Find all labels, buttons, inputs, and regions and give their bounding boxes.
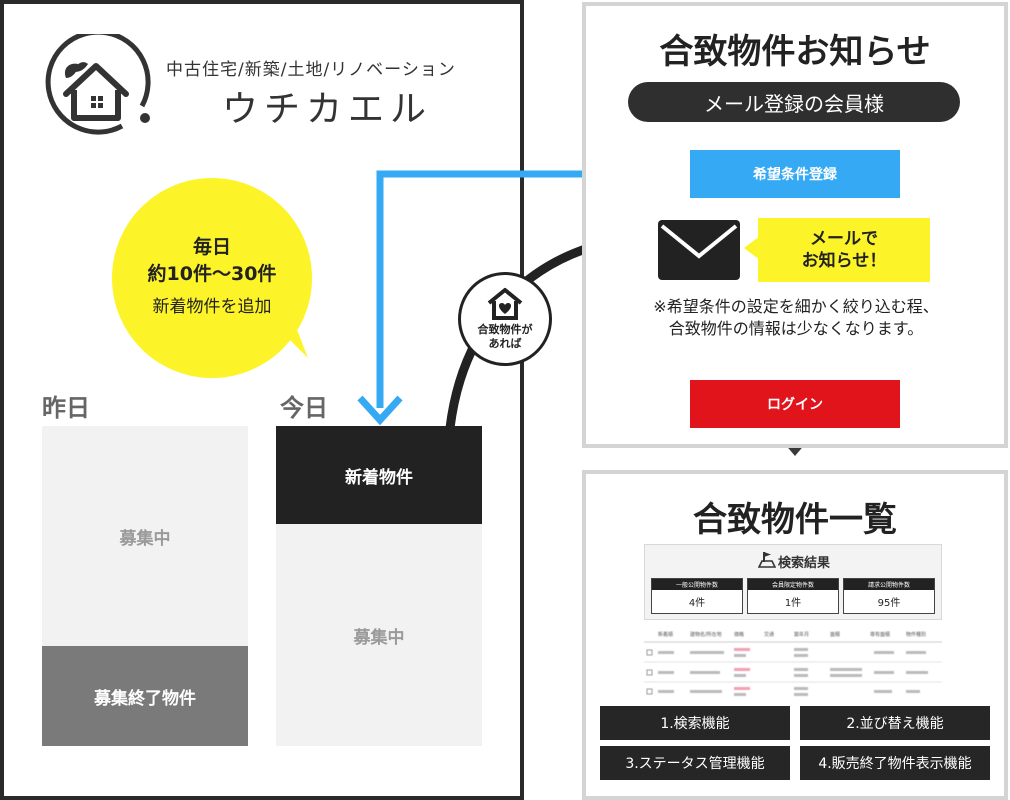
result-cell-header: 会員限定物件数 — [748, 579, 838, 590]
match-badge-line1: 合致物件が — [477, 323, 533, 336]
th-0: 新着順 — [658, 631, 673, 638]
th-4: 築年月 — [794, 631, 809, 638]
result-cell-header: 一般公開物件数 — [652, 579, 742, 590]
property-list-table: 新着順 建物名/所在地 価格 交通 築年月 面積 専有面積 物件種別 — [644, 631, 942, 696]
map-flag-icon — [758, 552, 776, 568]
mail-callout-line2: お知らせ！ — [801, 251, 887, 271]
mail-notify-callout: メールで お知らせ！ — [758, 218, 930, 282]
blue-arrowhead — [357, 395, 403, 426]
th-3: 交通 — [764, 631, 774, 638]
result-cell-request: 請求公開物件数 95件 — [843, 578, 935, 614]
th-6: 専有面積 — [870, 631, 890, 638]
callout-tail — [744, 236, 760, 260]
match-list-panel — [582, 470, 1008, 800]
mail-callout-line1: メールで — [810, 229, 878, 249]
result-cell-value: 95件 — [877, 598, 901, 609]
feature-status-management[interactable]: 3.ステータス管理機能 — [600, 746, 790, 780]
th-5: 面積 — [830, 631, 840, 638]
member-label-pill: メール登録の会員様 — [628, 82, 960, 122]
today-recruiting-block: 募集中 — [276, 524, 482, 746]
result-cell-public: 一般公開物件数 4件 — [651, 578, 743, 614]
match-badge-line2: あれば — [488, 337, 522, 350]
note-line1: ※希望条件の設定を細かく絞り込む程、 — [653, 297, 939, 316]
yesterday-recruiting-block: 募集中 — [42, 426, 248, 646]
result-cell-member: 会員限定物件数 1件 — [747, 578, 839, 614]
brand-name: ウチカエル — [222, 89, 433, 130]
note-line2: 合致物件の情報は少なくなります。 — [668, 319, 924, 338]
result-cell-value: 4件 — [688, 598, 706, 609]
feature-ended-listing-display[interactable]: 4.販売終了物件表示機能 — [800, 746, 990, 780]
search-result-label: 検索結果 — [778, 556, 831, 571]
th-2: 価格 — [734, 631, 744, 638]
label-today: 今日 — [280, 394, 328, 422]
result-cell-value: 1件 — [784, 598, 802, 609]
table-row — [646, 648, 926, 657]
table-header-row: 新着順 建物名/所在地 価格 交通 築年月 面積 専有面積 物件種別 — [658, 631, 926, 638]
bubble-line1: 毎日 — [192, 236, 231, 258]
condition-note: ※希望条件の設定を細かく絞り込む程、 合致物件の情報は少なくなります。 — [600, 296, 992, 340]
bubble-line3: 新着物件を追加 — [152, 297, 272, 317]
house-heart-icon — [487, 288, 523, 320]
login-button[interactable]: ログイン — [690, 380, 900, 428]
today-new-block: 新着物件 — [276, 426, 482, 524]
list-title: 合致物件一覧 — [693, 500, 897, 540]
mail-icon — [658, 220, 740, 280]
yesterday-ended-block: 募集終了物件 — [42, 646, 248, 746]
bubble-line2: 約10件～30件 — [147, 263, 277, 285]
feature-search[interactable]: 1.検索機能 — [600, 706, 790, 740]
house-logo-icon — [45, 34, 151, 135]
register-conditions-button[interactable]: 希望条件登録 — [690, 150, 900, 198]
notice-title: 合致物件お知らせ — [659, 32, 931, 72]
label-yesterday: 昨日 — [42, 394, 90, 422]
result-cell-header: 請求公開物件数 — [844, 579, 934, 590]
table-row — [646, 687, 920, 696]
new-listing-bubble: 毎日 約10件～30件 新着物件を追加 — [112, 178, 312, 378]
table-row — [646, 668, 928, 677]
brand-tagline: 中古住宅/新築/土地/リノベーション — [166, 60, 456, 80]
th-1: 建物名/所在地 — [690, 631, 722, 638]
feature-sort[interactable]: 2.並び替え機能 — [800, 706, 990, 740]
th-7: 物件種別 — [906, 631, 926, 638]
match-badge: 合致物件が あれば — [458, 272, 552, 366]
